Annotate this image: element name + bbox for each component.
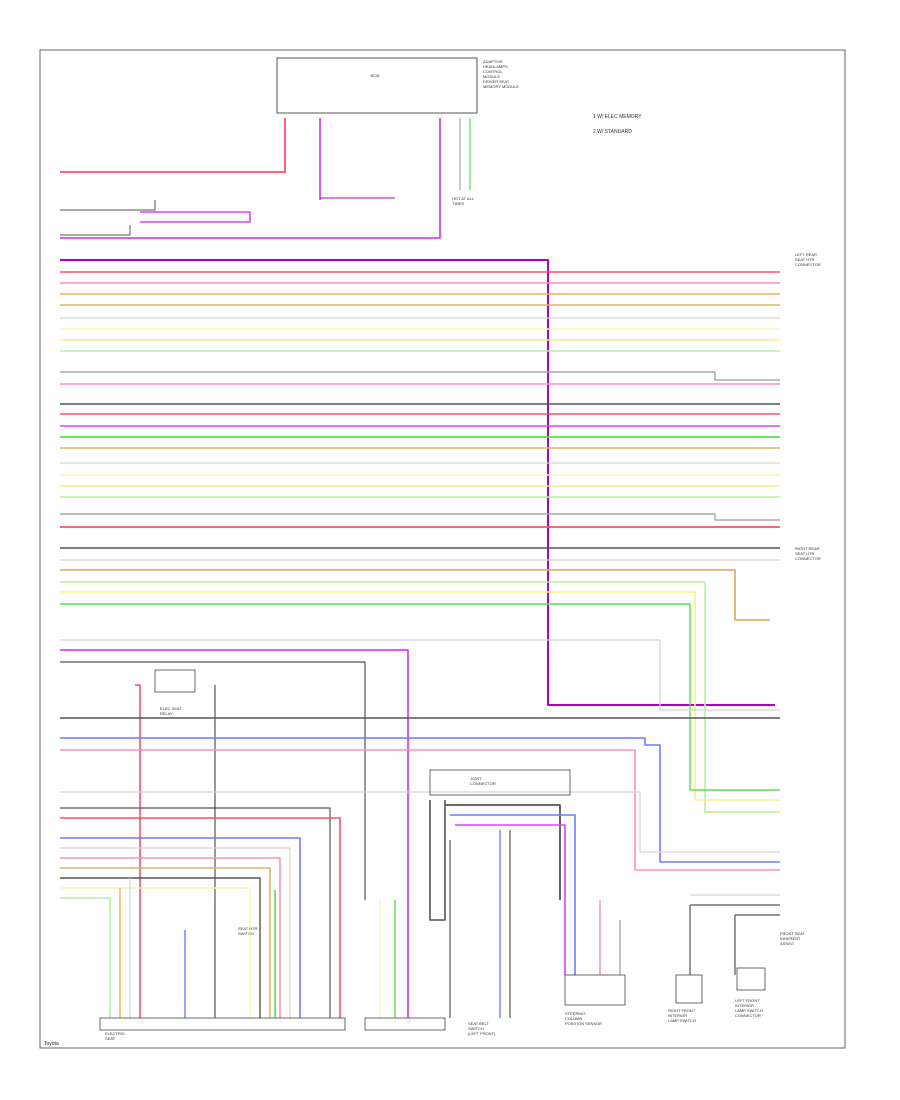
wire-lyellow-low <box>60 887 251 1018</box>
wire-gray-mid <box>60 791 780 853</box>
wire-bundle3-5 <box>60 591 780 801</box>
top-module-label: BCM <box>371 73 380 78</box>
wire-magenta-loop <box>140 211 251 223</box>
legend-item-1: 1 W/ ELEC MEMORY <box>593 114 642 120</box>
wire-pink-mid <box>60 749 780 871</box>
wire-group <box>60 118 780 1018</box>
wire-red-top <box>60 118 286 173</box>
wire-gray-top-2 <box>60 225 131 236</box>
wire-black-loop <box>429 800 446 921</box>
wire-blue-mid <box>60 737 780 863</box>
wire-bundle3-7 <box>60 639 780 711</box>
wire-blue-joint <box>450 814 576 975</box>
footer-brand: Toyota <box>44 1041 59 1047</box>
wire-magenta-joint <box>455 824 566 975</box>
wire-bundle1-9 <box>60 371 780 381</box>
wire-darkgray-mid <box>60 807 331 1018</box>
wire-black-joint <box>445 804 561 900</box>
wire-pink-low <box>60 857 281 1018</box>
bottom-mid-connector <box>364 1017 446 1031</box>
wire-gray-low <box>60 847 291 1018</box>
wire-bundle3-6 <box>60 603 780 791</box>
wire-violet-main <box>60 259 775 706</box>
wire-magenta-down <box>60 649 409 1018</box>
wire-gray-top <box>60 200 156 211</box>
wire-lgreen-low <box>60 897 111 1018</box>
wire-gray-down <box>60 661 366 900</box>
wire-bundle3-3 <box>60 569 770 621</box>
wire-tan-low <box>60 867 271 1018</box>
wire-black-low <box>60 877 261 1018</box>
wire-bundle3-4 <box>60 581 780 813</box>
wire-red-mid <box>60 817 341 1018</box>
diagram-frame <box>39 49 846 1049</box>
legend-item-2: 2 W/ STANDARD <box>593 129 632 135</box>
wire-magenta-top <box>60 118 441 239</box>
legend: 1 W/ ELEC MEMORY 2 W/ STANDARD <box>593 114 642 135</box>
wire-red-down <box>135 684 141 1018</box>
wire-blue-low <box>60 837 301 1018</box>
wire-bundle2-10 <box>60 513 780 521</box>
